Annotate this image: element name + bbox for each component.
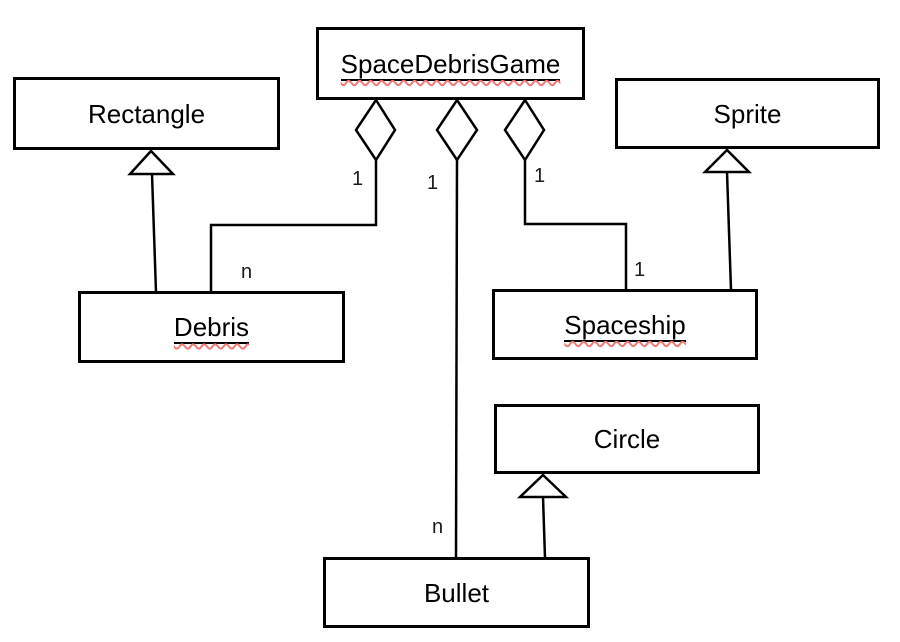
class-name-spaceship: Spaceship — [564, 309, 686, 342]
class-name-spacedebrisgame: SpaceDebrisGame — [340, 48, 561, 81]
inheritance-triangle-circle — [516, 473, 570, 499]
class-name-sprite: Sprite — [713, 98, 782, 129]
class-name-spacedebrisgame-underline: SpaceDebrisGame — [340, 48, 561, 81]
multiplicity-spaceship-part: 1 — [634, 259, 646, 281]
multiplicity-game-spaceship-owner: 1 — [534, 165, 546, 187]
aggregation-line-game-debris — [209, 158, 378, 292]
class-name-rectangle: Rectangle — [87, 98, 206, 129]
class-box-bullet[interactable]: Bullet — [323, 557, 590, 628]
aggregation-diamond-debris — [354, 97, 397, 163]
class-box-debris[interactable]: Debris — [78, 291, 345, 363]
class-box-sprite[interactable]: Sprite — [615, 78, 880, 149]
aggregation-diamond-bullet — [435, 97, 479, 163]
multiplicity-bullet-part: n — [432, 516, 444, 538]
class-name-bullet: Bullet — [423, 577, 490, 608]
aggregation-line-game-spaceship — [523, 158, 628, 290]
aggregation-diamond-spaceship — [503, 97, 546, 163]
inheritance-line-debris-rectangle — [150, 173, 158, 293]
multiplicity-game-bullet-owner: 1 — [427, 172, 439, 194]
multiplicity-game-debris-owner: 1 — [352, 168, 364, 190]
inheritance-line-spaceship-sprite — [725, 171, 733, 291]
multiplicity-debris-part: n — [241, 261, 253, 283]
class-box-spaceship[interactable]: Spaceship — [492, 289, 758, 360]
inheritance-triangle-sprite — [701, 148, 753, 174]
class-name-debris: Debris — [173, 312, 250, 344]
inheritance-line-bullet-circle — [541, 496, 547, 559]
class-box-spacedebrisgame[interactable]: SpaceDebrisGame — [316, 27, 585, 100]
class-name-debris-underline: Debris — [173, 312, 250, 344]
inheritance-triangle-rectangle — [127, 149, 176, 176]
class-name-spaceship-underline: Spaceship — [564, 309, 686, 342]
class-box-rectangle[interactable]: Rectangle — [13, 77, 280, 150]
class-box-circle[interactable]: Circle — [494, 404, 760, 474]
class-name-circle: Circle — [593, 424, 661, 454]
aggregation-line-game-bullet — [454, 157, 459, 559]
